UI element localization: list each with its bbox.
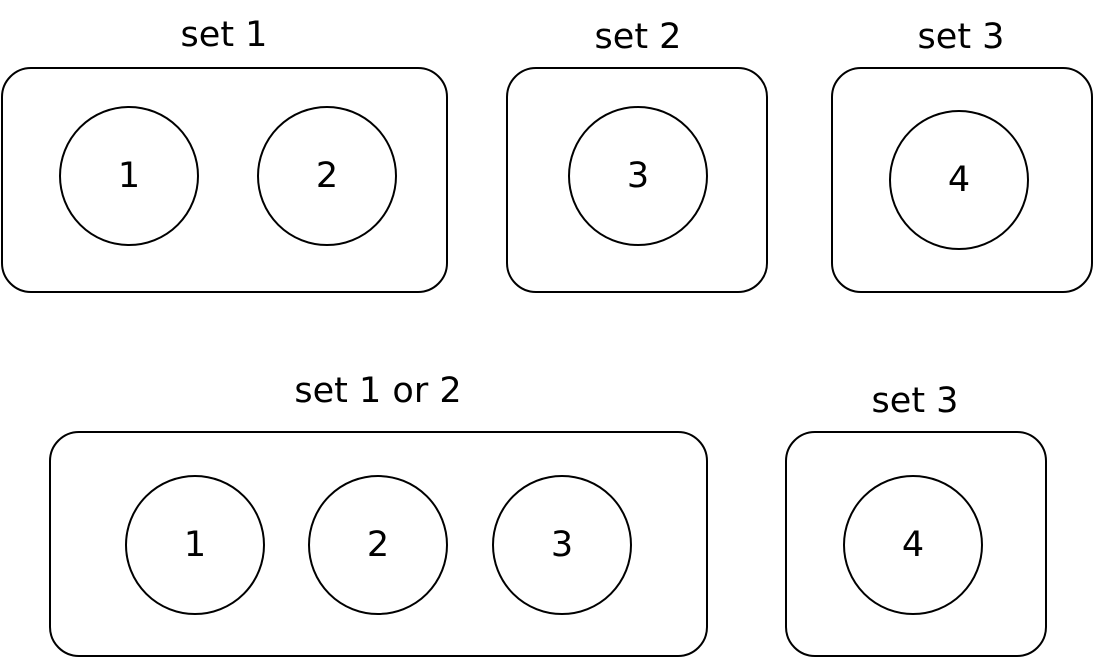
- set-3-label: set 3: [917, 17, 1005, 57]
- bottom-set-3-element-4: 4: [843, 475, 983, 615]
- set-1-or-2-element-1: 1: [125, 475, 265, 615]
- set-1-element-1: 1: [59, 106, 199, 246]
- set-3-element-4: 4: [889, 110, 1029, 250]
- set-1-label: set 1: [180, 15, 268, 55]
- set-2-element-3: 3: [568, 106, 708, 246]
- set-1-element-2: 2: [257, 106, 397, 246]
- bottom-set-3-label: set 3: [871, 381, 959, 421]
- set-2-label: set 2: [594, 17, 682, 57]
- set-1-or-2-element-3: 3: [492, 475, 632, 615]
- set-1-or-2-element-2: 2: [308, 475, 448, 615]
- set-1-or-2-label: set 1 or 2: [294, 371, 462, 411]
